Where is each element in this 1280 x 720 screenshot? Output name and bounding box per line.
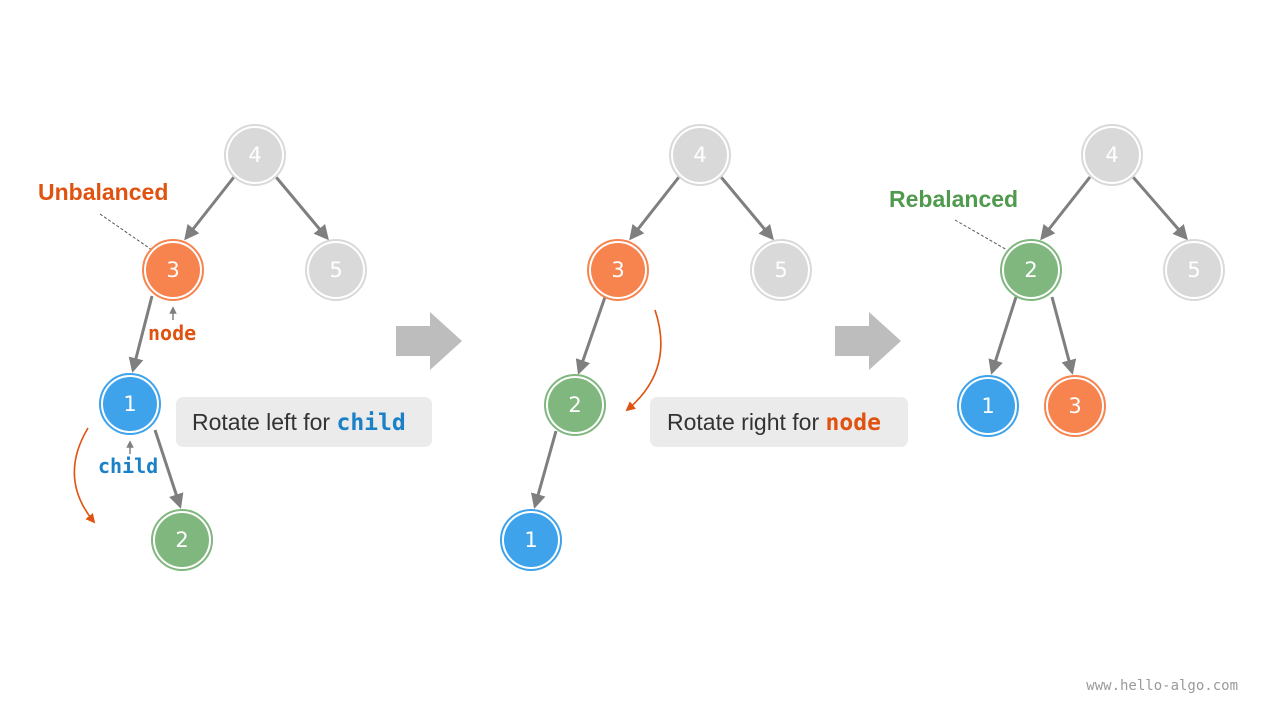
stage-3: Rebalanced 4 2 5 1 3 (889, 124, 1225, 437)
svg-text:1: 1 (524, 528, 537, 552)
tree-node-1: 1 (99, 373, 161, 435)
rotate-right-callout-text: Rotate right for node (667, 409, 881, 436)
tree-node-2-rebalanced: 2 (1000, 239, 1062, 301)
rotate-left-callout (176, 397, 432, 447)
tree-node-4: 4 (1081, 124, 1143, 186)
svg-text:5: 5 (1187, 258, 1200, 282)
rebalanced-leader-line (954, 219, 1008, 251)
right-arrow-icon (835, 312, 901, 370)
rotate-left-curve (73, 427, 96, 524)
rotate-left-callout-text: Rotate left for child (192, 409, 406, 436)
tree-node-5: 5 (305, 239, 367, 301)
svg-text:1: 1 (981, 394, 994, 418)
edge-4-3 (184, 176, 236, 241)
edge-4-3 (629, 176, 681, 241)
tree-node-5: 5 (750, 239, 812, 301)
edge-4-5 (274, 176, 329, 241)
unbalanced-leader-line (99, 213, 153, 251)
tree-node-1: 1 (957, 375, 1019, 437)
stage-1: Unbalanced node child 4 3 5 1 (38, 124, 432, 571)
svg-text:2: 2 (568, 393, 581, 417)
svg-text:4: 4 (248, 143, 261, 167)
edge-2-1 (988, 296, 1018, 375)
edge-3-1 (128, 295, 154, 373)
child-pointer-label: child (98, 454, 158, 478)
right-arrow-icon (396, 312, 462, 370)
tree-node-3: 3 (1044, 375, 1106, 437)
edge-4-5 (719, 176, 774, 241)
svg-text:4: 4 (1105, 143, 1118, 167)
rotate-right-callout (650, 397, 908, 447)
tree-node-3-unbalanced: 3 (142, 239, 204, 301)
edge-3-2 (575, 296, 607, 375)
rotate-right-curve (625, 309, 662, 412)
edge-2-3 (1050, 296, 1077, 375)
edge-4-5 (1131, 176, 1188, 241)
svg-text:1: 1 (123, 392, 136, 416)
tree-node-5: 5 (1163, 239, 1225, 301)
rebalanced-label: Rebalanced (889, 186, 1018, 212)
tree-node-4: 4 (669, 124, 731, 186)
tree-node-3: 3 (587, 239, 649, 301)
svg-text:5: 5 (774, 258, 787, 282)
edge-2-1 (531, 430, 558, 509)
edge-4-2 (1040, 176, 1092, 241)
edge-1-2 (153, 429, 184, 509)
svg-text:2: 2 (175, 528, 188, 552)
svg-text:2: 2 (1024, 258, 1037, 282)
svg-text:3: 3 (1068, 394, 1081, 418)
svg-text:4: 4 (693, 143, 706, 167)
svg-text:5: 5 (329, 258, 342, 282)
stage-2: 4 3 5 2 1 Rotate right for node (500, 124, 908, 571)
unbalanced-label: Unbalanced (38, 179, 168, 205)
tree-node-2: 2 (544, 374, 606, 436)
node-pointer-label: node (148, 321, 196, 345)
tree-node-2: 2 (151, 509, 213, 571)
svg-text:3: 3 (166, 258, 179, 282)
tree-node-4: 4 (224, 124, 286, 186)
watermark: www.hello-algo.com (1086, 678, 1238, 694)
svg-text:3: 3 (611, 258, 624, 282)
tree-node-1: 1 (500, 509, 562, 571)
